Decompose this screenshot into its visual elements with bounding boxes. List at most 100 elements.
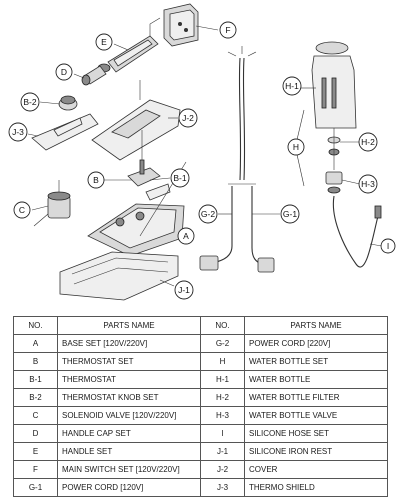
part-number: D: [13, 424, 58, 443]
table-row: F MAIN SWITCH SET [120V/220V] J-2 COVER: [13, 460, 388, 479]
svg-text:H-1: H-1: [285, 81, 299, 91]
callout-H-1: H-1: [282, 76, 302, 96]
callout-B: B: [87, 171, 105, 189]
table-header-row: NO. PARTS NAME NO. PARTS NAME: [13, 316, 388, 335]
col-header-parts-name: PARTS NAME: [244, 316, 388, 335]
callout-H-2: H-2: [358, 132, 378, 152]
col-header-no: NO.: [13, 316, 58, 335]
part-number: A: [13, 334, 58, 353]
part-number: F: [13, 460, 58, 479]
table-row: B THERMOSTAT SET H WATER BOTTLE SET: [13, 352, 388, 371]
thermostat-knob: [58, 95, 78, 111]
part-name: MAIN SWITCH SET [120V/220V]: [57, 460, 201, 479]
table-row: B-1 THERMOSTAT H-1 WATER BOTTLE: [13, 370, 388, 389]
svg-text:H-2: H-2: [361, 137, 375, 147]
part-name: THERMOSTAT SET: [57, 352, 201, 371]
col-header-parts-name: PARTS NAME: [57, 316, 201, 335]
part-number: H-1: [200, 370, 245, 389]
part-name: WATER BOTTLE: [244, 370, 388, 389]
part-number: H-3: [200, 406, 245, 425]
water-bottle-filter: [327, 128, 341, 170]
iron-base: [87, 203, 185, 257]
part-name: HANDLE CAP SET: [57, 424, 201, 443]
callout-G-2: G-2: [198, 204, 218, 224]
part-number: B-1: [13, 370, 58, 389]
silicone-iron-rest: [59, 251, 179, 301]
part-name: WATER BOTTLE SET: [244, 352, 388, 371]
part-name: SILICONE IRON REST: [244, 442, 388, 461]
part-name: COVER: [244, 460, 388, 479]
part-name: POWER CORD [220V]: [244, 334, 388, 353]
callout-F: F: [219, 21, 237, 39]
parts-list-table: NO. PARTS NAME NO. PARTS NAME A BASE SET…: [13, 316, 388, 497]
svg-text:B-1: B-1: [173, 173, 187, 183]
svg-text:B-2: B-2: [23, 97, 37, 107]
col-header-no: NO.: [200, 316, 245, 335]
part-name: SILICONE HOSE SET: [244, 424, 388, 443]
part-name: WATER BOTTLE FILTER: [244, 388, 388, 407]
table-row: E HANDLE SET J-1 SILICONE IRON REST: [13, 442, 388, 461]
svg-text:H-3: H-3: [361, 179, 375, 189]
part-number: I: [200, 424, 245, 443]
callout-C: C: [13, 201, 31, 219]
part-name: THERMOSTAT: [57, 370, 201, 389]
part-number: B: [13, 352, 58, 371]
svg-text:J-3: J-3: [12, 127, 24, 137]
callout-H: H: [287, 138, 305, 156]
part-number: J-1: [200, 442, 245, 461]
svg-text:I: I: [387, 241, 389, 251]
svg-text:D: D: [61, 67, 67, 77]
power-cord: [199, 46, 275, 273]
part-number: C: [13, 406, 58, 425]
main-switch-box: [163, 3, 199, 47]
callout-B-2: B-2: [20, 92, 40, 112]
svg-text:C: C: [19, 205, 25, 215]
part-name: SOLENOID VALVE [120V/220V]: [57, 406, 201, 425]
table-row: B-2 THERMOSTAT KNOB SET H-2 WATER BOTTLE…: [13, 388, 388, 407]
silicone-hose: [332, 195, 382, 268]
part-name: HANDLE SET: [57, 442, 201, 461]
callout-A: A: [177, 227, 195, 245]
callout-E: E: [95, 33, 113, 51]
svg-text:H: H: [293, 142, 299, 152]
part-number: J-2: [200, 460, 245, 479]
part-number: B-2: [13, 388, 58, 407]
table-row: G-1 POWER CORD [120V] J-3 THERMO SHIELD: [13, 478, 388, 497]
part-number: G-2: [200, 334, 245, 353]
table-row: D HANDLE CAP SET I SILICONE HOSE SET: [13, 424, 388, 443]
svg-text:B: B: [93, 175, 99, 185]
water-bottle: [311, 41, 357, 129]
part-number: G-1: [13, 478, 58, 497]
exploded-parts-diagram: A B B-1 B-2 C D E F G-1 G-2 H H-1 H-2 H-…: [8, 3, 396, 301]
handle-cap: [81, 65, 107, 86]
part-name: THERMO SHIELD: [244, 478, 388, 497]
svg-text:E: E: [101, 37, 107, 47]
part-number: J-3: [200, 478, 245, 497]
callout-J-1: J-1: [174, 280, 194, 300]
thermostat-set: [127, 130, 171, 201]
svg-text:F: F: [225, 25, 230, 35]
solenoid-valve: [33, 180, 71, 227]
callout-I: I: [380, 238, 396, 254]
water-bottle-set-bracket: [295, 109, 305, 187]
callout-G-1: G-1: [280, 204, 300, 224]
part-name: BASE SET [120V/220V]: [57, 334, 201, 353]
svg-text:G-2: G-2: [201, 209, 215, 219]
part-number: H: [200, 352, 245, 371]
part-name: POWER CORD [120V]: [57, 478, 201, 497]
callout-J-2: J-2: [178, 108, 198, 128]
callout-J-3: J-3: [8, 122, 28, 142]
part-number: E: [13, 442, 58, 461]
water-bottle-valve: [325, 171, 343, 194]
table-row: C SOLENOID VALVE [120V/220V] H-3 WATER B…: [13, 406, 388, 425]
part-name: THERMOSTAT KNOB SET: [57, 388, 201, 407]
svg-text:J-1: J-1: [178, 285, 190, 295]
callout-H-3: H-3: [358, 174, 378, 194]
table-row: A BASE SET [120V/220V] G-2 POWER CORD [2…: [13, 334, 388, 353]
svg-text:A: A: [183, 231, 189, 241]
iron-cover: [91, 80, 181, 161]
thermo-shield: [31, 113, 99, 151]
part-number: H-2: [200, 388, 245, 407]
part-name: WATER BOTTLE VALVE: [244, 406, 388, 425]
callout-B-1: B-1: [170, 168, 190, 188]
